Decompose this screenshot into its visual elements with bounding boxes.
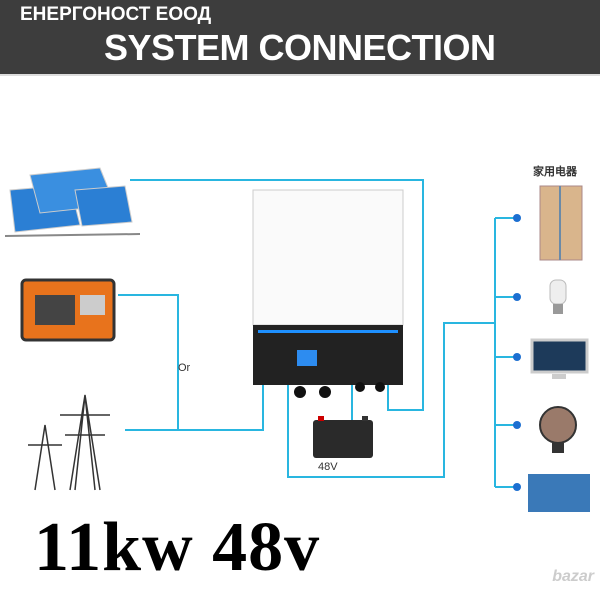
watermark: ЕНЕРГОНОСТ ЕООД: [20, 4, 212, 25]
product-headline: 11kw 48v: [34, 509, 321, 586]
light-bulb-icon: [549, 279, 567, 314]
wires: [118, 179, 515, 488]
tv-icon: [528, 474, 590, 512]
monitor-icon: [530, 338, 589, 379]
generator-icon: [20, 278, 116, 342]
plug-icons: [513, 214, 521, 491]
battery-voltage-label: 48V: [318, 461, 338, 473]
fan-icon: [539, 406, 577, 453]
inverter-icon: [252, 189, 404, 398]
refrigerator-icon: [539, 185, 583, 261]
battery-icon: [313, 416, 373, 458]
solar-panel-icon: [4, 167, 141, 237]
appliances-label: 家用电器: [533, 166, 577, 178]
header-bar: ЕНЕРГОНОСТ ЕООД SYSTEM CONNECTION: [0, 0, 600, 76]
page-title: SYSTEM CONNECTION: [104, 27, 496, 68]
power-grid-icon: [28, 394, 110, 491]
or-label: Or: [178, 362, 191, 374]
corner-logo: bazar: [552, 568, 594, 585]
